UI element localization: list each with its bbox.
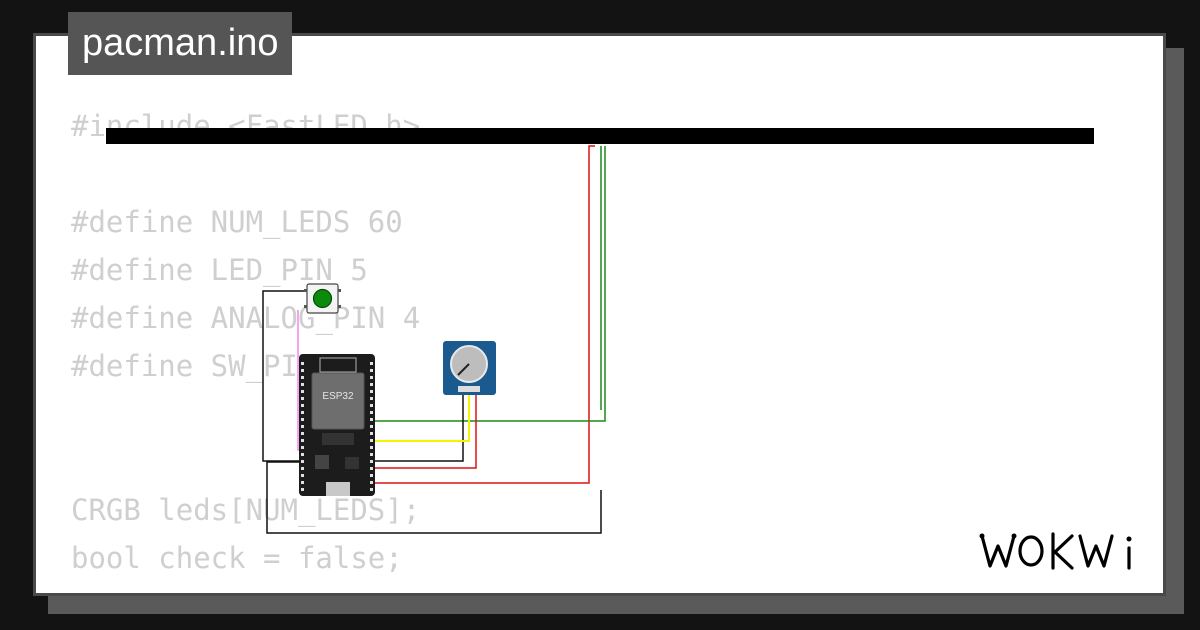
esp32-board[interactable]: ESP32 bbox=[299, 354, 375, 496]
header-pins-right bbox=[370, 362, 373, 491]
wire-green-strip-data bbox=[372, 146, 606, 422]
button-cap[interactable] bbox=[312, 288, 333, 309]
pot-pins bbox=[458, 386, 480, 392]
wire-black-button bbox=[262, 290, 464, 462]
code-line: #define NUM_LEDS 60 bbox=[71, 205, 403, 239]
esp32-label: ESP32 bbox=[322, 391, 354, 402]
header-pins-left bbox=[301, 362, 304, 491]
wire-black-strip-ground bbox=[266, 461, 602, 534]
code-line: void IRAM_ATTR isr_sentinelFunction() { bbox=[71, 582, 752, 593]
pushbutton[interactable] bbox=[304, 283, 341, 314]
wokwi-logo bbox=[979, 532, 1132, 570]
code-line: CRGB leds[NUM_LEDS]; bbox=[71, 493, 421, 527]
knob-indicator bbox=[457, 363, 470, 376]
preview-card: #include <FastLED.h>#define NUM_LEDS 60#… bbox=[33, 33, 1166, 596]
code-line: bool check = false; bbox=[71, 541, 403, 575]
wire-yellow-pot bbox=[372, 391, 470, 442]
led-strip[interactable] bbox=[106, 128, 1094, 144]
usb-port bbox=[326, 482, 350, 496]
antenna-trace bbox=[319, 357, 357, 373]
project-filename: pacman.ino bbox=[68, 12, 293, 75]
potentiometer[interactable] bbox=[443, 341, 496, 395]
code-line: #define LED_PIN 5 bbox=[71, 253, 368, 287]
